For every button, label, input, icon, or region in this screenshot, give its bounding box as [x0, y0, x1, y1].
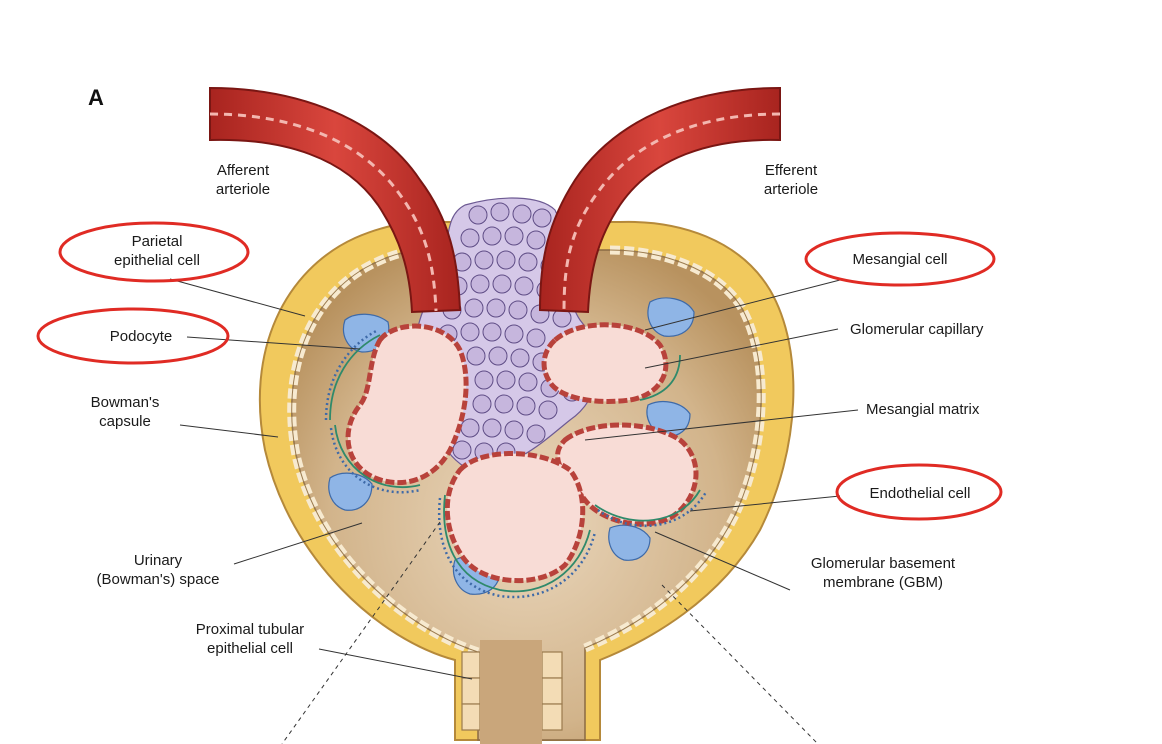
label-mesangial-matrix: Mesangial matrix: [866, 401, 980, 418]
leader-lines: [169, 278, 859, 680]
glomerular-basement-membrane: [329, 334, 701, 593]
highlight-ellipses: [36, 221, 1003, 521]
label-proximal-tubular-epithelial-cell: Proximal tubular epithelial cell: [195, 621, 305, 657]
label-bowmans-capsule: Bowman's capsule: [90, 394, 160, 430]
label-mesangial-cell: Mesangial cell: [852, 251, 948, 268]
foot-processes: [324, 328, 708, 599]
proximal-tubule: [461, 651, 563, 731]
label-urinary-space: Urinary (Bowman's) space: [96, 552, 220, 588]
panel-letter: A: [88, 85, 104, 110]
highlight-endothelial: [835, 463, 1003, 521]
glomerular-capillaries: [345, 322, 699, 583]
label-endothelial-cell: Endothelial cell: [869, 485, 971, 502]
label-podocyte: Podocyte: [109, 328, 173, 345]
label-parietal-epithelial-cell: Parietal epithelial cell: [114, 233, 200, 269]
podocytes: [328, 297, 695, 595]
label-gbm: Glomerular basement membrane (GBM): [810, 555, 956, 591]
zoom-lines: [281, 521, 819, 744]
highlight-mesangial: [804, 231, 996, 287]
label-afferent-arteriole: Afferent arteriole: [215, 162, 271, 198]
efferent-arteriole: [538, 86, 781, 314]
afferent-arteriole: [209, 86, 462, 314]
label-efferent-arteriole: Efferent arteriole: [763, 162, 819, 198]
highlight-parietal: [58, 221, 250, 283]
label-glomerular-capillary: Glomerular capillary: [850, 321, 984, 338]
highlight-podocyte: [36, 307, 230, 365]
